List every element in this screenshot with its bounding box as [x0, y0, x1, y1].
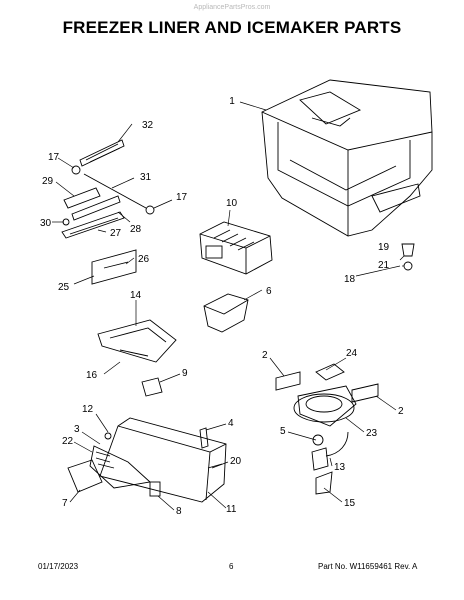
- freezer-liner-part: [261, 79, 433, 237]
- callout-23: 23: [366, 428, 378, 439]
- callout-16: 16: [86, 370, 98, 381]
- callout-8: 8: [176, 506, 182, 517]
- callout-2-left: 2: [262, 350, 268, 361]
- callout-17-left: 17: [48, 152, 60, 163]
- callout-17-right: 17: [176, 192, 188, 203]
- callout-5: 5: [280, 426, 286, 437]
- callout-19: 19: [378, 242, 390, 253]
- mounting-bracket-part: [91, 249, 137, 285]
- callout-2-right: 2: [398, 406, 404, 417]
- callout-32: 32: [142, 120, 154, 131]
- watermark: AppliancePartsPros.com: [193, 4, 271, 11]
- fan-housing-part: [97, 319, 177, 397]
- callout-30: 30: [40, 218, 52, 229]
- footer-part-number: Part No. W11659461 Rev. A: [318, 562, 418, 571]
- callout-12: 12: [82, 404, 94, 415]
- callout-21: 21: [378, 260, 390, 271]
- callout-29: 29: [42, 176, 54, 187]
- callout-31: 31: [140, 172, 152, 183]
- callout-22: 22: [62, 436, 74, 447]
- callout-1: 1: [229, 96, 235, 107]
- ice-bin-part: [203, 293, 249, 333]
- icemaker-assembly-part: [199, 221, 273, 275]
- callout-28: 28: [130, 224, 142, 235]
- page-title: FREEZER LINER AND ICEMAKER PARTS: [62, 18, 402, 37]
- footer-page-number: 6: [229, 562, 234, 571]
- callout-11: 11: [226, 504, 237, 515]
- callout-9: 9: [182, 368, 188, 379]
- callout-20: 20: [230, 456, 242, 467]
- leader-lines: [52, 101, 405, 511]
- callout-26: 26: [138, 254, 150, 265]
- callout-27: 27: [110, 228, 122, 239]
- callout-24: 24: [346, 348, 358, 359]
- callout-labels: 1 32 17 31 17 29 28 30 27 10 25 26 19 21…: [40, 96, 404, 517]
- callout-4: 4: [228, 418, 234, 429]
- callout-3: 3: [74, 424, 80, 435]
- callout-15: 15: [344, 498, 356, 509]
- slide-rail-part: [71, 139, 155, 215]
- callout-25: 25: [58, 282, 70, 293]
- rail-hardware-part: [61, 187, 125, 239]
- callout-18: 18: [344, 274, 356, 285]
- callout-13: 13: [334, 462, 346, 473]
- callout-6: 6: [266, 286, 272, 297]
- footer-date: 01/17/2023: [38, 562, 79, 571]
- fan-motor-assembly-part: [275, 363, 379, 495]
- callout-10: 10: [226, 198, 238, 209]
- callout-14: 14: [130, 290, 142, 301]
- callout-7: 7: [62, 498, 68, 509]
- duct-cover-part: [67, 417, 227, 503]
